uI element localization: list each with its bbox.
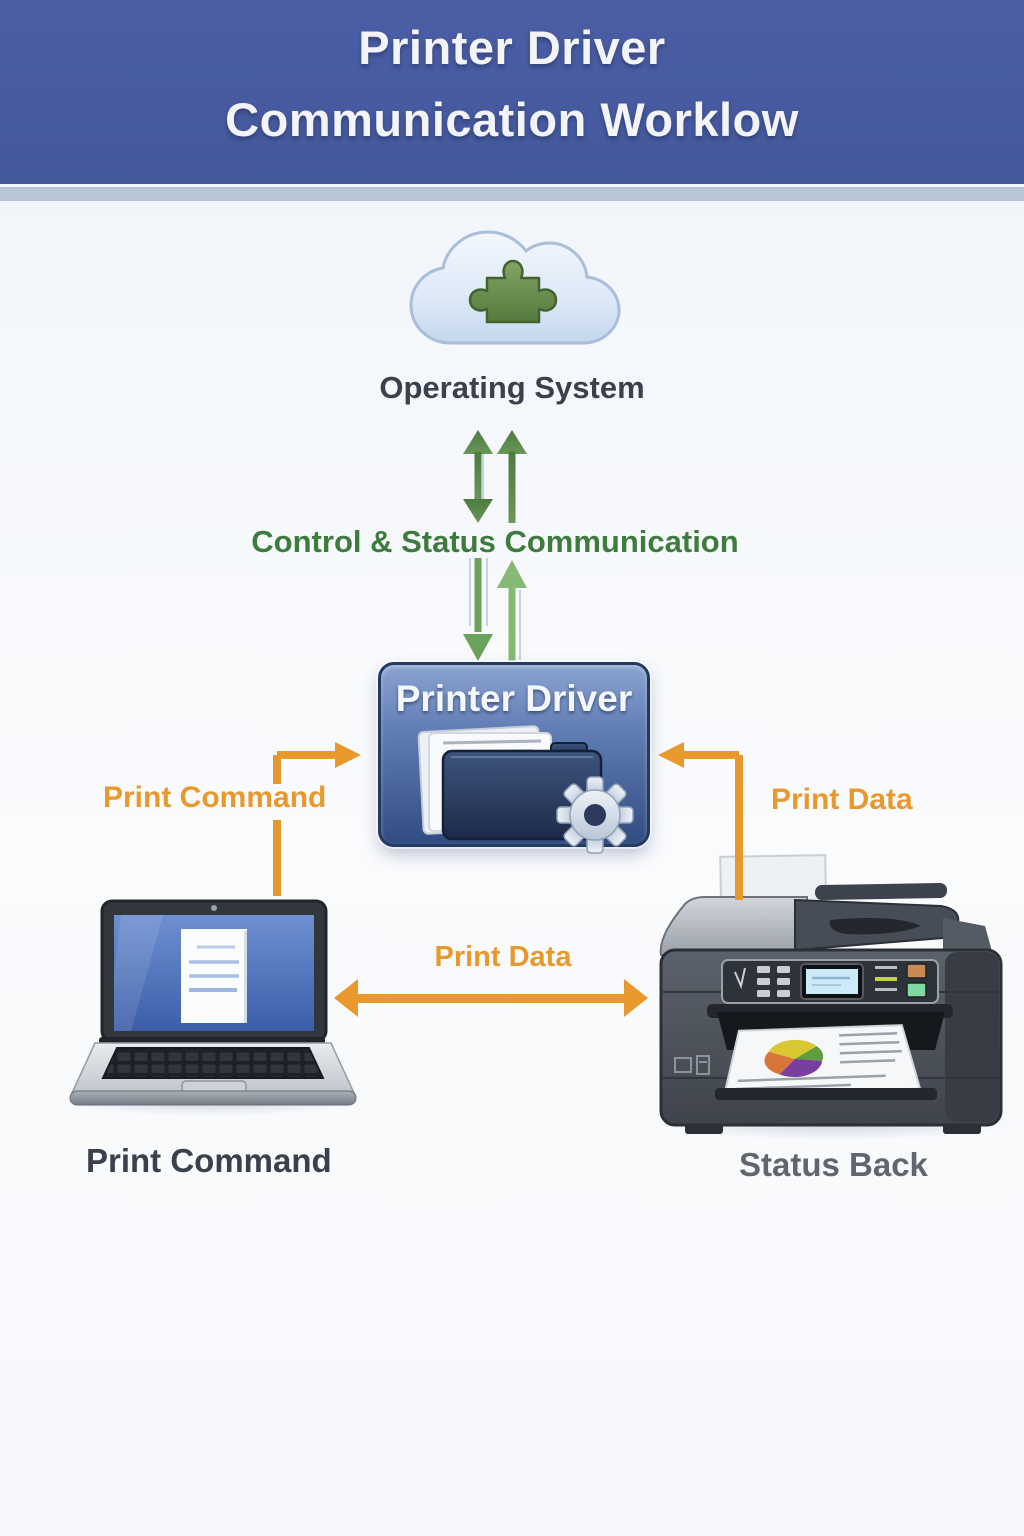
up-arrow-icon <box>497 430 527 523</box>
header-strip <box>0 187 1024 201</box>
os-label: Operating System <box>379 370 645 405</box>
header-banner: Printer Driver Communication Worklow <box>0 0 1024 184</box>
control-status-arrows-upper <box>463 430 527 523</box>
printer-control-panel <box>721 959 939 1004</box>
cloud-icon <box>409 230 621 345</box>
control-status-arrows-lower <box>463 558 527 661</box>
print-data-horizontal-label: Print Data <box>434 941 572 973</box>
usb-port-icon <box>674 1055 710 1075</box>
left-right-arrow-icon <box>334 979 648 1017</box>
page-title-line-1: Printer Driver <box>358 21 666 74</box>
puzzle-icon <box>468 259 558 324</box>
gear-icon <box>556 776 634 854</box>
printer-go-button <box>906 982 927 998</box>
up-down-arrow-icon <box>463 430 493 523</box>
laptop-caption: Print Command <box>86 1142 332 1179</box>
print-data-horizontal-arrow <box>334 979 648 1017</box>
printer-icon <box>659 854 1003 1134</box>
print-data-arrow <box>658 742 743 900</box>
header-divider-line <box>0 184 1024 187</box>
driver-folder-gear-graphic <box>417 725 634 854</box>
folder-icon <box>417 725 603 841</box>
print-data-edge-label: Print Data <box>771 783 913 816</box>
down-arrow-icon <box>463 558 493 661</box>
laptop-icon <box>69 899 357 1106</box>
driver-box: Printer Driver <box>378 662 650 854</box>
driver-box-label: Printer Driver <box>395 678 633 719</box>
print-command-arrow <box>273 742 361 896</box>
printer-power-button <box>906 963 927 979</box>
up-arrow-icon <box>497 560 527 661</box>
printer-caption: Status Back <box>739 1146 928 1183</box>
print-command-edge-label: Print Command <box>103 781 327 814</box>
page-title-line-2: Communication Worklow <box>225 93 799 146</box>
printed-page <box>722 1024 922 1097</box>
control-status-label: Control & Status Communication <box>251 524 739 559</box>
document-on-screen <box>181 929 247 1023</box>
pie-chart-graphic <box>764 1039 824 1078</box>
